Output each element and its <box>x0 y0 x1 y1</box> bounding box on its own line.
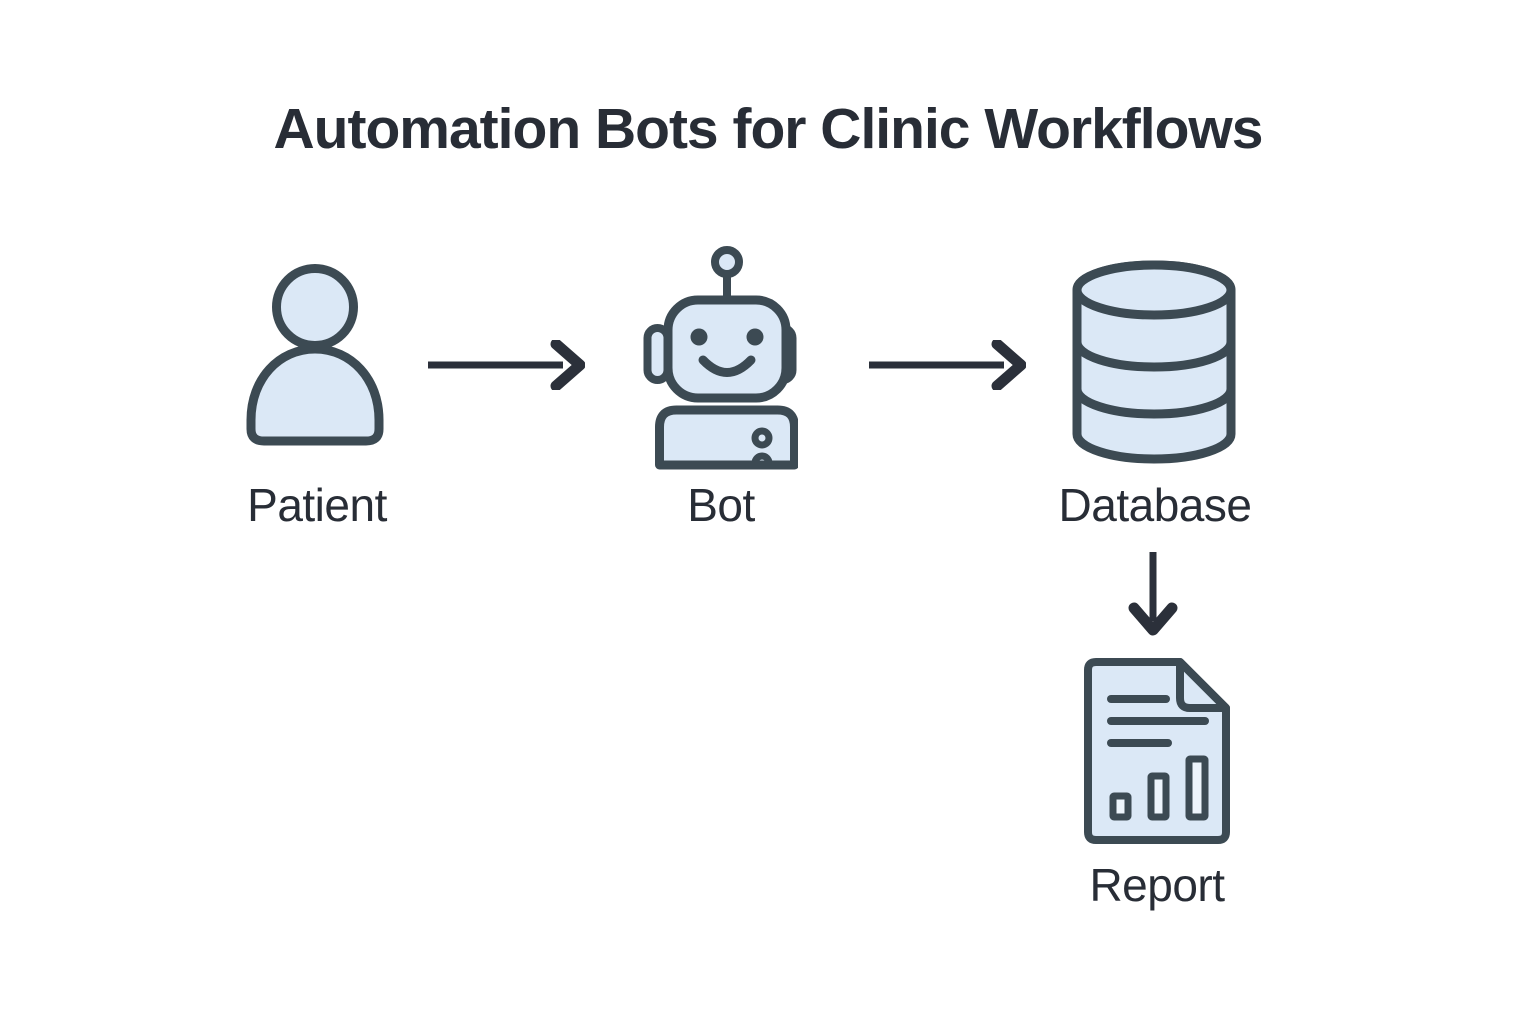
node-label-patient: Patient <box>247 479 387 531</box>
arrow-down-icon <box>1128 552 1178 636</box>
arrow-right-icon <box>428 340 585 390</box>
diagram-title: Automation Bots for Clinic Workflows <box>273 97 1264 161</box>
person-icon <box>246 264 384 446</box>
node-label-database: Database <box>1058 479 1252 531</box>
node-label-report: Report <box>1089 859 1225 911</box>
arrow-right-icon <box>869 340 1026 390</box>
node-label-bot: Bot <box>687 479 755 531</box>
database-cylinder-icon <box>1072 260 1236 464</box>
robot-icon <box>643 246 798 470</box>
report-document-icon <box>1084 658 1230 844</box>
